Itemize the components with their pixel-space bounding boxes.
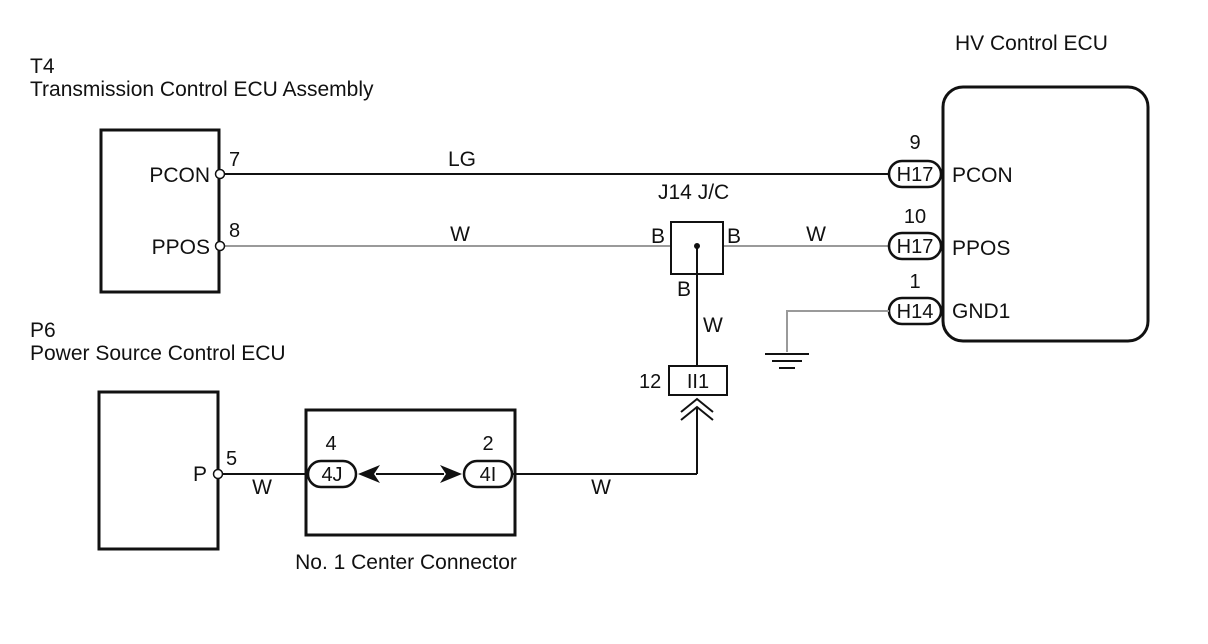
connector-4j: 4J [306, 459, 358, 489]
ii1-connector-box [668, 365, 728, 396]
hv-ppos-label: PPOS [952, 237, 1010, 260]
arrow-right-icon [440, 465, 462, 483]
connector-4j-pin: 4 [325, 433, 336, 455]
t4-ppos-pin: 8 [229, 220, 240, 242]
hv-pcon-pin: 9 [909, 132, 920, 154]
jc-splice-dot [694, 243, 700, 249]
arrow-left-icon [358, 465, 380, 483]
ppos-left-wire-color: W [450, 223, 470, 246]
t4-ppos-terminal [214, 240, 226, 252]
jc-name: J14 J/C [658, 181, 729, 204]
jc-bottom-terminal: B [677, 278, 691, 301]
center-right-wire-color: W [591, 476, 611, 499]
p6-name: Power Source Control ECU [30, 342, 286, 365]
ii1-chevron-icon-2 [680, 405, 714, 421]
center-connector-name: No. 1 Center Connector [295, 551, 517, 574]
connector-4j-label: 4J [321, 464, 342, 486]
pcon-wire-color: LG [448, 148, 476, 171]
hv-gnd1-pin: 1 [909, 271, 920, 293]
p6-code: P6 [30, 319, 56, 342]
p6-p-label: P [193, 463, 207, 486]
hv-gnd1-connector: H14 [887, 296, 943, 326]
ppos-right-wire-color: W [806, 223, 826, 246]
p6-p-pin: 5 [226, 448, 237, 470]
t4-pcon-pin: 7 [229, 149, 240, 171]
t4-pcon-label: PCON [149, 164, 210, 187]
hv-pcon-label: PCON [952, 164, 1013, 187]
ii1-pin: 12 [639, 371, 661, 393]
ii1-chevron-icon [680, 397, 714, 413]
p-wire-color: W [252, 476, 272, 499]
hv-pcon-connector: H17 [887, 159, 943, 189]
hv-ppos-pin: 10 [904, 206, 926, 228]
t4-name: Transmission Control ECU Assembly [30, 78, 374, 101]
connector-4i: 4I [462, 459, 514, 489]
jc-right-terminal: B [727, 225, 741, 248]
connector-4i-label: 4I [480, 464, 497, 486]
hv-pcon-connector-label: H17 [897, 164, 934, 186]
hv-gnd1-label: GND1 [952, 300, 1010, 323]
hv-ppos-connector: H17 [887, 231, 943, 261]
hv-ppos-connector-label: H17 [897, 236, 934, 258]
t4-ecu-box [99, 128, 221, 294]
p6-ecu-box [97, 390, 220, 551]
t4-code: T4 [30, 55, 55, 78]
p6-p-terminal [212, 468, 224, 480]
ground-icon [765, 353, 809, 369]
jc-left-terminal: B [651, 225, 665, 248]
connector-4i-pin: 2 [482, 433, 493, 455]
hv-ecu-name: HV Control ECU [955, 32, 1108, 55]
t4-ppos-label: PPOS [152, 236, 210, 259]
hv-ecu-box [941, 85, 1150, 343]
jc-down-wire-color: W [703, 314, 723, 337]
ii1-connector-label: II1 [687, 371, 709, 393]
hv-gnd1-connector-label: H14 [897, 301, 934, 323]
ground-wire [786, 310, 889, 352]
t4-pcon-terminal [214, 168, 226, 180]
